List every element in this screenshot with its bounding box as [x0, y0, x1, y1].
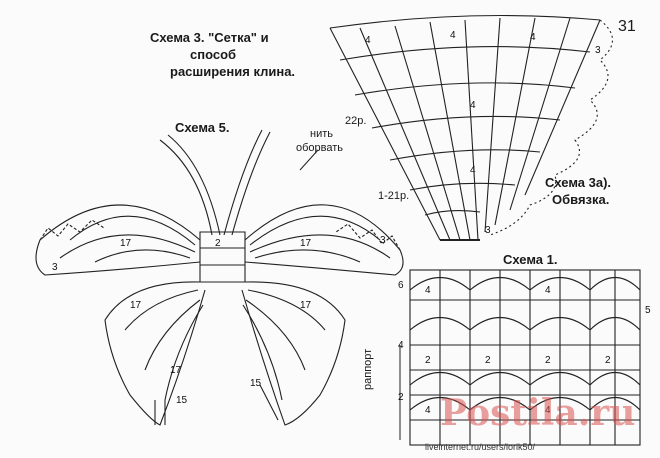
stitch-count: 4	[425, 405, 431, 416]
stitch-count: 3	[595, 45, 601, 56]
scheme1-row-6: 6	[398, 280, 404, 291]
scheme3-title-line3: расширения клина.	[170, 64, 296, 79]
scheme1-row-4: 4	[398, 340, 404, 351]
stitch-count: 3	[380, 235, 386, 246]
stitch-count: 3	[485, 225, 491, 236]
scheme3a-edging	[489, 19, 614, 236]
stitch-count: 4	[530, 32, 536, 43]
stitch-count: 17	[300, 238, 312, 249]
stitch-count: 4	[470, 100, 476, 111]
scheme1-net	[399, 269, 641, 446]
scheme3-row-label-1-21: 1-21р.	[378, 190, 410, 202]
scheme3-title-line1: Схема 3. "Сетка" и	[150, 30, 269, 45]
stitch-count: 15	[250, 378, 262, 389]
stitch-count: 17	[130, 300, 142, 311]
stitch-count: 2	[485, 355, 491, 366]
watermark-url: liveinternet.ru/users/lorik50/	[425, 442, 536, 452]
scheme5-butterfly	[35, 129, 404, 426]
stitch-count: 4	[470, 165, 476, 176]
scheme3-fan	[329, 14, 601, 241]
stitch-count: 4	[450, 30, 456, 41]
stitch-count: 2	[605, 355, 611, 366]
scheme3-row-label-22: 22р.	[345, 115, 367, 127]
page-number: 31	[618, 18, 636, 35]
scheme5-note-line2: оборвать	[296, 142, 344, 154]
stitch-count: 4	[545, 405, 551, 416]
scheme3a-title: Схема 3а).	[545, 175, 612, 190]
stitch-count: 17	[170, 365, 182, 376]
stitch-count: 4	[365, 35, 371, 46]
scheme3a-subtitle: Обвязка.	[552, 192, 610, 207]
scheme3-title-line2: способ	[190, 47, 237, 62]
stitch-count: 4	[545, 285, 551, 296]
stitch-count: 2	[545, 355, 551, 366]
scheme1-row-5: 5	[645, 305, 651, 316]
stitch-count: 2	[215, 238, 221, 249]
stitch-count: 15	[176, 395, 188, 406]
stitch-count: 17	[120, 238, 132, 249]
stitch-count: 4	[425, 285, 431, 296]
scheme5-note-line1: нить	[310, 128, 333, 140]
scheme1-rapport-label: раппорт	[362, 348, 374, 390]
scheme1-title: Схема 1.	[503, 252, 558, 267]
scheme1-row-2: 2	[398, 392, 404, 403]
stitch-count: 2	[425, 355, 431, 366]
watermark-logo: Postila.ru	[440, 392, 636, 434]
stitch-count: 17	[300, 300, 312, 311]
scheme5-title: Схема 5.	[175, 120, 230, 135]
stitch-count: 3	[52, 262, 58, 273]
